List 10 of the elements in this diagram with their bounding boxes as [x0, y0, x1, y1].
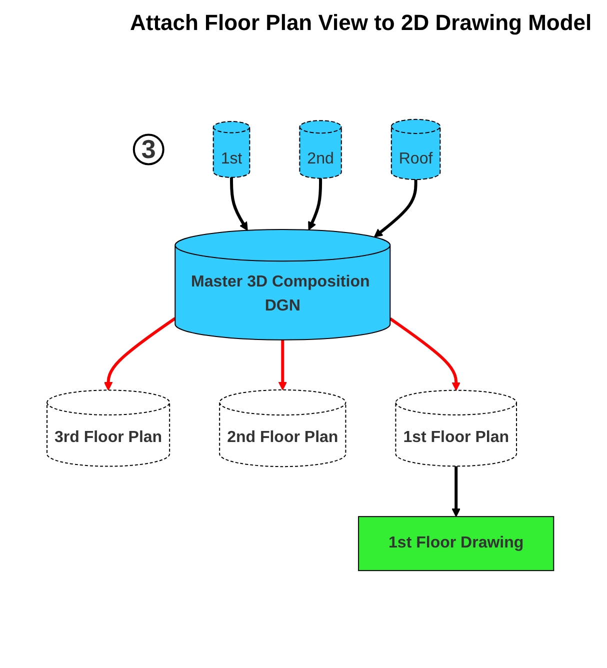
diagram-title: Attach Floor Plan View to 2D Drawing Model	[130, 10, 593, 36]
node-box: 1st Floor Drawing	[358, 516, 554, 572]
arrow	[278, 340, 287, 390]
arrow	[388, 317, 460, 391]
arrow	[104, 317, 176, 391]
arrow	[451, 466, 460, 517]
arrow	[374, 179, 417, 238]
node-circle: 3	[132, 134, 164, 166]
arrow	[308, 178, 322, 230]
arrow	[230, 177, 248, 231]
